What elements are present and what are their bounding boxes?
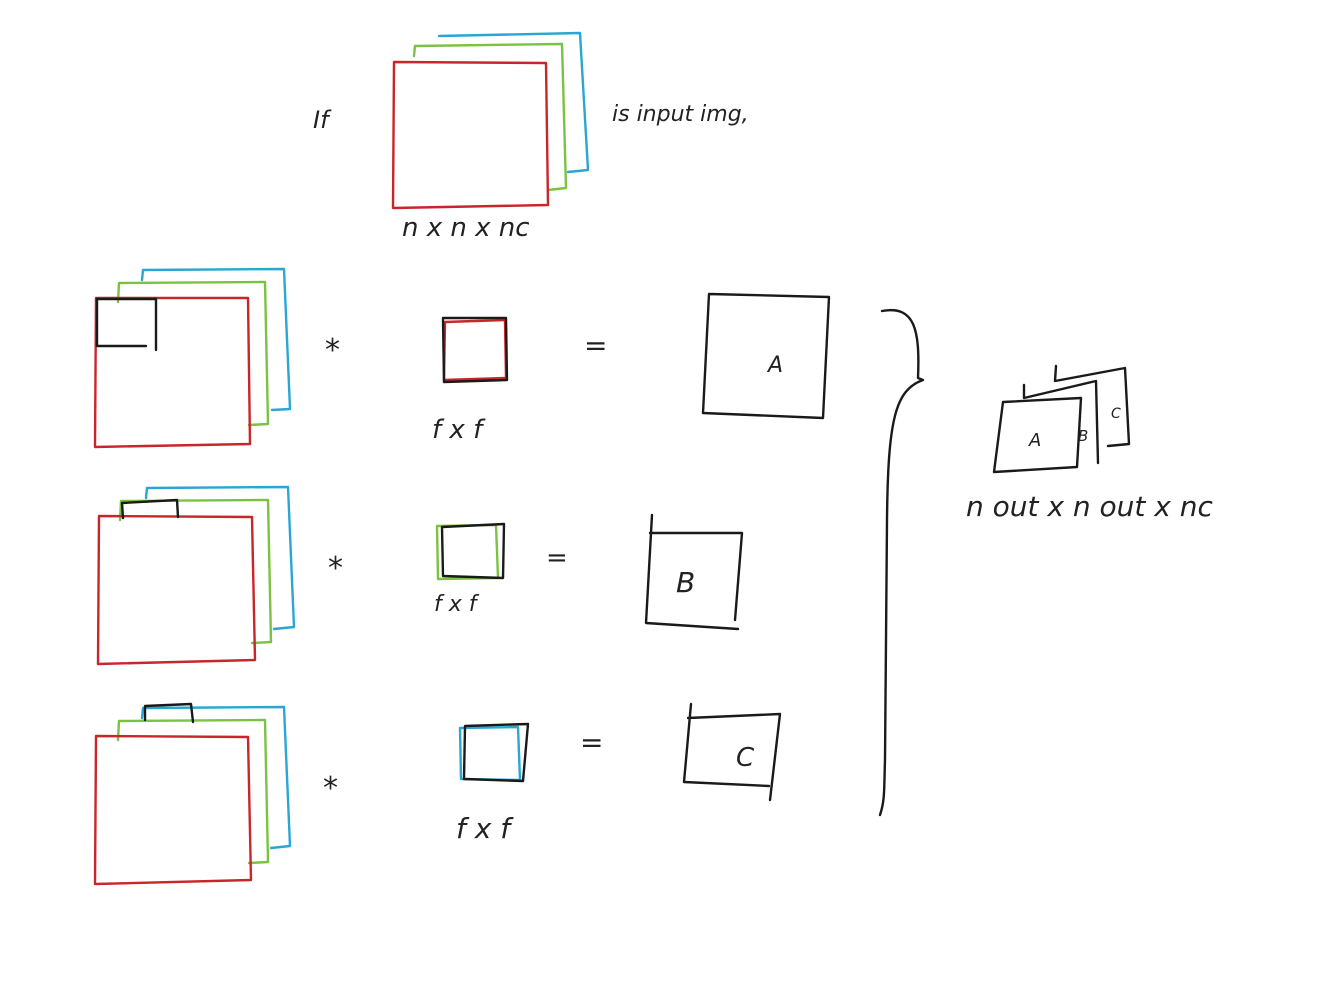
row-3-result-label: C (736, 743, 755, 773)
row-3-result-box (682, 702, 782, 802)
input-dims-label: n x n x nc (402, 213, 530, 243)
input-channel-blue (437, 31, 590, 174)
output-layer-a-label: A (1028, 430, 1041, 451)
row-3-window (143, 702, 195, 724)
row-2-input-stack (96, 485, 296, 666)
row-2-filter-label: f x f (434, 592, 480, 617)
row-1-input-stack (93, 267, 292, 449)
output-layer-c (1053, 364, 1131, 448)
row-2-operator: * (328, 551, 343, 586)
input-image-stack (391, 31, 590, 210)
row-1-result-label: A (766, 353, 783, 378)
input-channel-red (391, 60, 550, 210)
grouping-brace (878, 308, 925, 817)
row-3-equals: = (580, 726, 603, 759)
row-1-result-box (701, 292, 831, 420)
row-1-operator: * (325, 333, 340, 368)
row-2-result-box (644, 513, 744, 631)
output-stack (992, 364, 1131, 474)
row-1-filter (441, 316, 509, 384)
row-2-equals: = (546, 543, 568, 573)
if-label: If (313, 106, 332, 134)
row-1-window (95, 297, 158, 352)
row-2-result-label: B (676, 566, 695, 599)
row-1-equals: = (584, 329, 607, 362)
output-layer-c-label: C (1111, 406, 1121, 422)
input-channel-green (412, 42, 568, 192)
row-3-filter (458, 722, 530, 783)
input-caption: is input img, (612, 102, 749, 127)
row-3-input-stack (93, 702, 292, 886)
row-3-operator: * (323, 771, 338, 806)
output-layer-b (1022, 379, 1100, 465)
row-3-filter-label: f x f (456, 812, 514, 845)
output-layer-b-label: B (1078, 427, 1088, 445)
output-dims-label: n out x n out x nc (966, 490, 1213, 523)
output-layer-a (992, 396, 1083, 474)
row-2-filter (435, 522, 506, 581)
row-1-filter-label: f x f (432, 415, 486, 445)
row-2-window (120, 498, 180, 520)
